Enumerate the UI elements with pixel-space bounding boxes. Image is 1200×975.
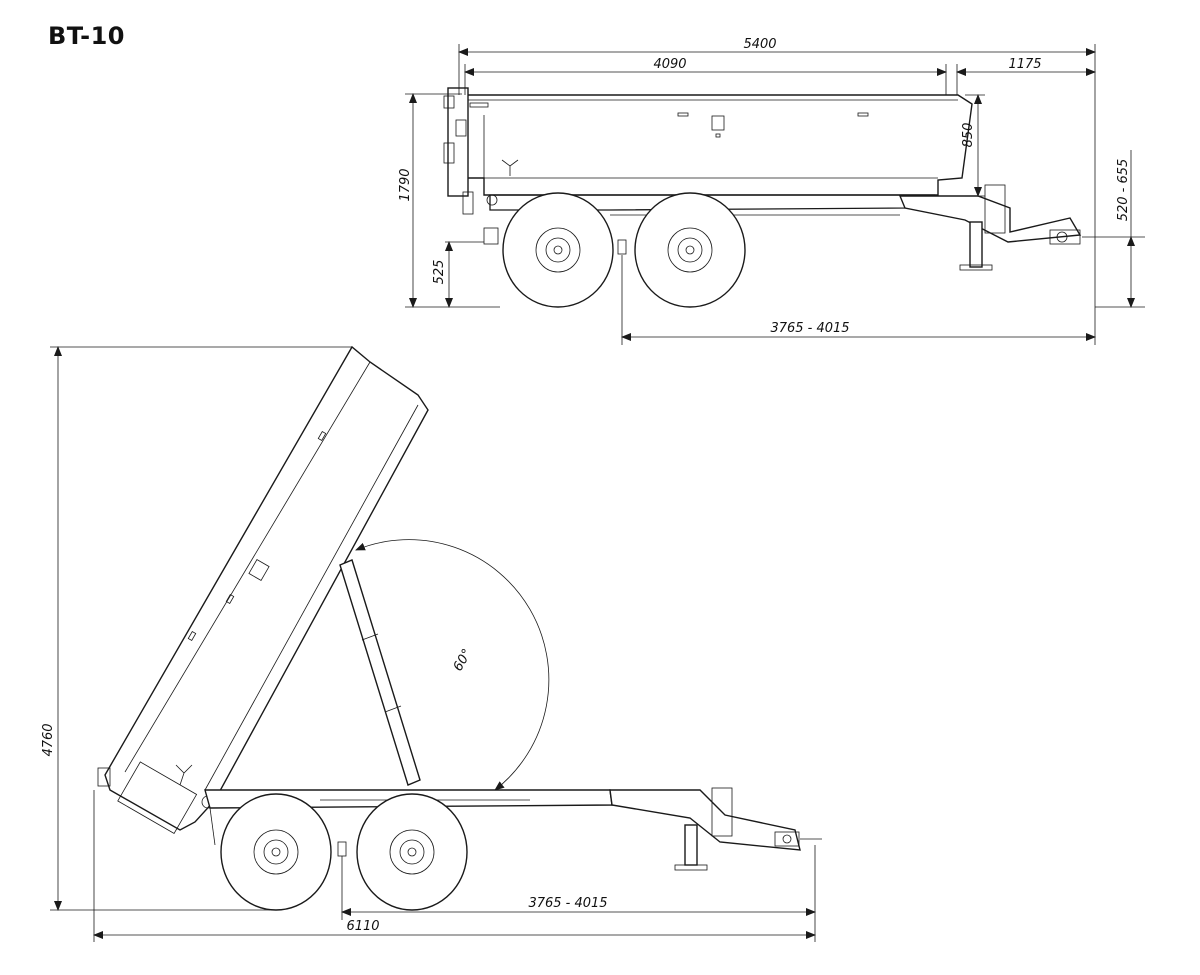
dim-platform-height: 525	[432, 260, 447, 285]
dim-axle-to-hitch-top: 3765 - 4015	[770, 321, 849, 336]
dim-axle-to-hitch-bottom: 3765 - 4015	[528, 896, 607, 911]
support-leg	[969, 221, 983, 268]
drawing-title: BT-10	[48, 22, 125, 50]
dump-body	[461, 94, 973, 196]
hydraulic-cylinder	[339, 559, 421, 786]
dim-height: 1790	[398, 168, 413, 201]
dim-overall-length: 5400	[743, 37, 776, 52]
tipped-front-wheel	[356, 793, 468, 911]
dim-body-length: 4090	[653, 57, 686, 72]
tailgate	[447, 87, 469, 197]
tipped-drawbar	[609, 789, 801, 851]
tipped-support-leg	[684, 824, 698, 866]
side-view-dimensions: 5400 4090 1175 1790 525 850 520 - 655 37…	[398, 37, 1145, 345]
tipped-rear-wheel	[220, 793, 332, 911]
dim-tipped-height: 4760	[41, 723, 56, 756]
dim-tipped-length: 6110	[346, 919, 379, 934]
dim-hitch-height: 520 - 655	[1116, 159, 1131, 222]
tipped-view	[97, 345, 822, 911]
tipped-dump-body	[104, 345, 429, 831]
side-view	[443, 87, 1100, 308]
rear-wheel	[502, 192, 614, 308]
drawbar	[898, 195, 1082, 243]
tipped-view-dimensions: 4760 60° 3765 - 4015 6110	[41, 346, 816, 942]
dim-tip-angle: 60°	[451, 647, 476, 674]
front-wheel	[634, 192, 746, 308]
dim-drawbar-overhang: 1175	[1008, 57, 1041, 72]
dim-side-height: 850	[961, 123, 976, 148]
